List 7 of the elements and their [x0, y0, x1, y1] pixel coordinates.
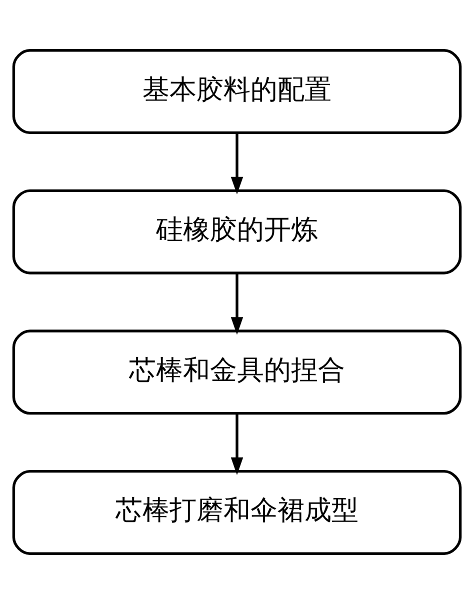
node-box: 基本胶料的配置: [12, 49, 462, 134]
arrow: [230, 413, 244, 475]
arrow: [230, 132, 244, 194]
node-box: 硅橡胶的开炼: [12, 189, 462, 274]
arrow: [230, 273, 244, 335]
node-box: 芯棒和金具的捏合: [12, 330, 462, 415]
node-box: 芯棒打磨和伞裙成型: [12, 470, 462, 555]
